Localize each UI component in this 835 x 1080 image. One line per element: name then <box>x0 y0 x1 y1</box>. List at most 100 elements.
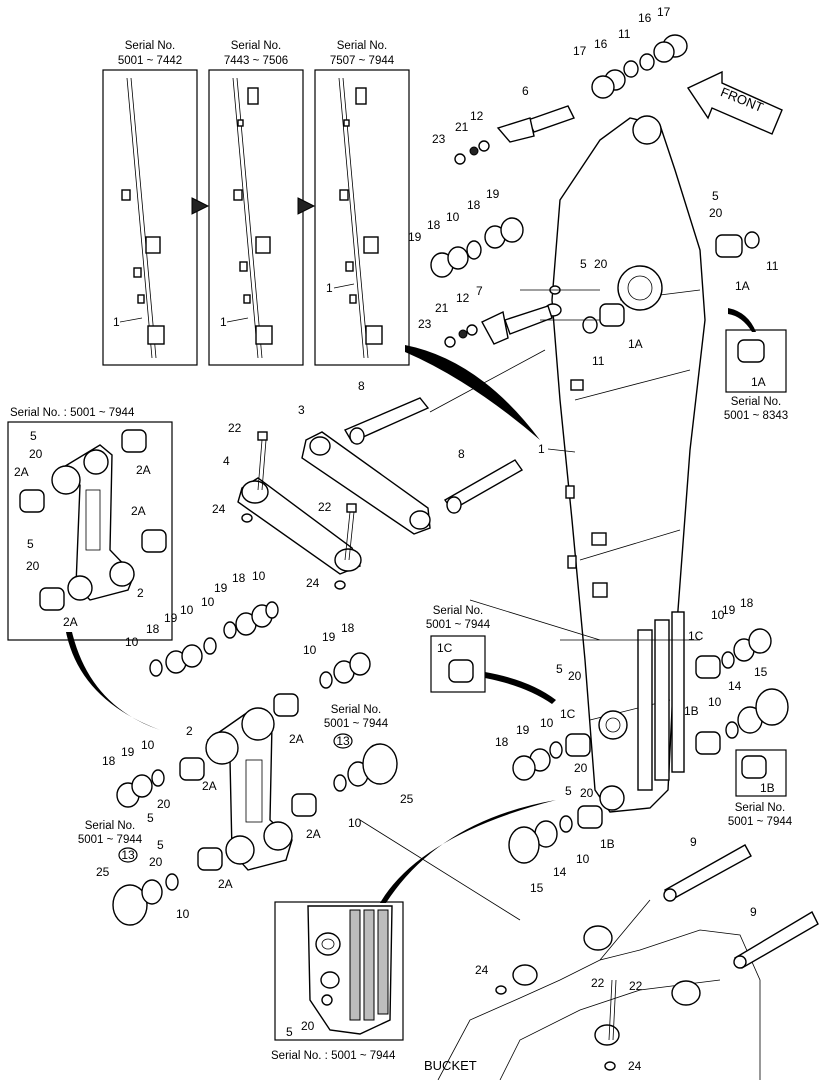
bucket-assembly: 9 9 22 22 24 24 BUCKET <box>424 835 819 1080</box>
callout-5-upper: 5 <box>712 189 719 203</box>
serial-label-1c: Serial No. <box>433 605 484 617</box>
serial-value-a: 5001 ~ 7442 <box>118 55 182 67</box>
callout-17-mid: 17 <box>573 44 587 58</box>
callout-1-c: 1 <box>326 281 333 295</box>
shim-group-lower-left: 18 19 10 Serial No. 5001 ~ 7944 13 25 10 <box>78 738 190 926</box>
serial-value-1b: 5001 ~ 7944 <box>728 816 793 828</box>
serial-value-13-right: 5001 ~ 7944 <box>324 718 389 730</box>
callout-10-left-b: 10 <box>176 907 190 921</box>
triangle-next-icon <box>297 197 316 215</box>
callout-23-top: 23 <box>432 132 446 146</box>
callout-20-mid: 20 <box>594 257 608 271</box>
callout-2A-box-d: 2A <box>63 615 78 629</box>
callout-5-mid: 5 <box>580 257 587 271</box>
callout-1A-right: 1A <box>735 279 750 293</box>
callout-10-l2: 10 <box>180 603 194 617</box>
callout-1B-box: 1B <box>760 781 775 795</box>
right-lower-hardware: 1C 10 19 18 15 1B 10 14 <box>684 596 789 755</box>
callout-18-l1: 18 <box>146 622 160 636</box>
assembly-guide-lines <box>359 289 700 961</box>
callout-20-upper: 20 <box>709 206 723 220</box>
callout-24-d: 24 <box>628 1059 642 1073</box>
callout-1C-mid: 1C <box>560 707 576 721</box>
serial-link-box: Serial No. : 5001 ~ 7944 <box>10 407 135 419</box>
callout-1C-right: 1C <box>688 629 704 643</box>
callout-22-d: 22 <box>629 979 643 993</box>
callout-20-1c: 20 <box>568 669 582 683</box>
callout-18-1c: 18 <box>495 735 509 749</box>
serial-label-1a: Serial No. <box>731 396 782 408</box>
pin-6-assembly: 6 12 21 23 <box>432 84 575 165</box>
callout-24-b: 24 <box>306 576 320 590</box>
triangle-next-icon <box>191 197 210 215</box>
callout-13-right: 13 <box>336 734 350 748</box>
bushing-1b-box: 1B Serial No. 5001 ~ 7944 <box>728 749 793 828</box>
callout-18-a: 18 <box>427 218 441 232</box>
callout-10-l4: 10 <box>252 569 266 583</box>
serial-label-13-right: Serial No. <box>331 704 382 716</box>
callout-18-rc: 18 <box>740 596 754 610</box>
top-pin-hardware: 16 17 11 16 17 <box>573 5 688 99</box>
callout-1-b: 1 <box>220 315 227 329</box>
serial-value-13-left: 5001 ~ 7944 <box>78 834 143 846</box>
callout-16-top: 16 <box>638 11 652 25</box>
callout-18-b: 18 <box>467 198 481 212</box>
bucket-label: BUCKET <box>424 1058 477 1073</box>
link-and-pin-assembly: 8 8 3 4 22 22 24 24 <box>212 379 524 590</box>
callout-2-mid: 2 <box>186 724 193 738</box>
detail-frame-b <box>208 69 304 366</box>
callout-23-mid: 23 <box>418 317 432 331</box>
shim-group-mid: 10 19 18 <box>303 621 371 689</box>
serial-label-1b: Serial No. <box>735 802 786 814</box>
serial-detail-frames: Serial No. 5001 ~ 7442 Serial No. 7443 ~… <box>102 40 410 366</box>
callout-1A-mid: 1A <box>628 337 643 351</box>
callout-9-a: 9 <box>690 835 697 849</box>
callout-2A-m2: 2A <box>202 779 217 793</box>
callout-6: 6 <box>522 84 529 98</box>
callout-19-b: 19 <box>486 187 500 201</box>
callout-11-right: 11 <box>766 259 779 273</box>
callout-24-a: 24 <box>212 502 226 516</box>
callout-19-m: 19 <box>322 630 336 644</box>
serial-value-c: 7507 ~ 7944 <box>330 55 395 67</box>
callout-18-ll: 18 <box>102 754 116 768</box>
callout-19-1c: 19 <box>516 723 530 737</box>
callout-18-m: 18 <box>341 621 355 635</box>
shim-group-upper: 19 18 10 18 19 <box>408 187 524 278</box>
callout-19-a: 19 <box>408 230 422 244</box>
link-detail-box: Serial No. : 5001 ~ 7944 5 20 2A 2A 2A 5… <box>7 407 173 641</box>
serial-label-b: Serial No. <box>231 40 282 52</box>
callout-5-m2: 5 <box>157 838 164 852</box>
callout-3: 3 <box>298 403 305 417</box>
callout-22-a: 22 <box>228 421 242 435</box>
callout-16-mid: 16 <box>594 37 608 51</box>
callout-15-right: 15 <box>754 665 768 679</box>
callout-20-m2: 20 <box>149 855 163 869</box>
callout-2A-box-b: 2A <box>136 463 151 477</box>
callout-5-box: 5 <box>30 429 37 443</box>
callout-1-a: 1 <box>113 315 120 329</box>
upper-boss-hardware: 5 20 11 1A 5 20 11 1A <box>580 189 779 368</box>
callout-5-1c: 5 <box>556 662 563 676</box>
callout-19-rc: 19 <box>722 603 736 617</box>
detail-pointer-swoosh <box>405 345 540 440</box>
callout-14-lower: 14 <box>553 865 567 879</box>
callout-5-m1: 5 <box>147 811 154 825</box>
callout-10-ll: 10 <box>141 738 155 752</box>
callout-24-c: 24 <box>475 963 489 977</box>
callout-19-ll: 19 <box>121 745 135 759</box>
callout-9-b: 9 <box>750 905 757 919</box>
arm-body: 1 <box>538 115 706 813</box>
serial-label-13-left: Serial No. <box>85 820 136 832</box>
serial-label-c: Serial No. <box>337 40 388 52</box>
callout-20-box-b: 20 <box>26 559 40 573</box>
callout-2A-m1: 2A <box>289 732 304 746</box>
callout-10-l1: 10 <box>125 635 139 649</box>
callout-21-top: 21 <box>455 120 469 134</box>
callout-20-box: 20 <box>29 447 43 461</box>
callout-4: 4 <box>223 454 230 468</box>
callout-1A-box: 1A <box>751 375 766 389</box>
callout-10-rb: 10 <box>708 695 722 709</box>
callout-10-right: 10 <box>348 816 362 830</box>
callout-17-top: 17 <box>657 5 671 19</box>
